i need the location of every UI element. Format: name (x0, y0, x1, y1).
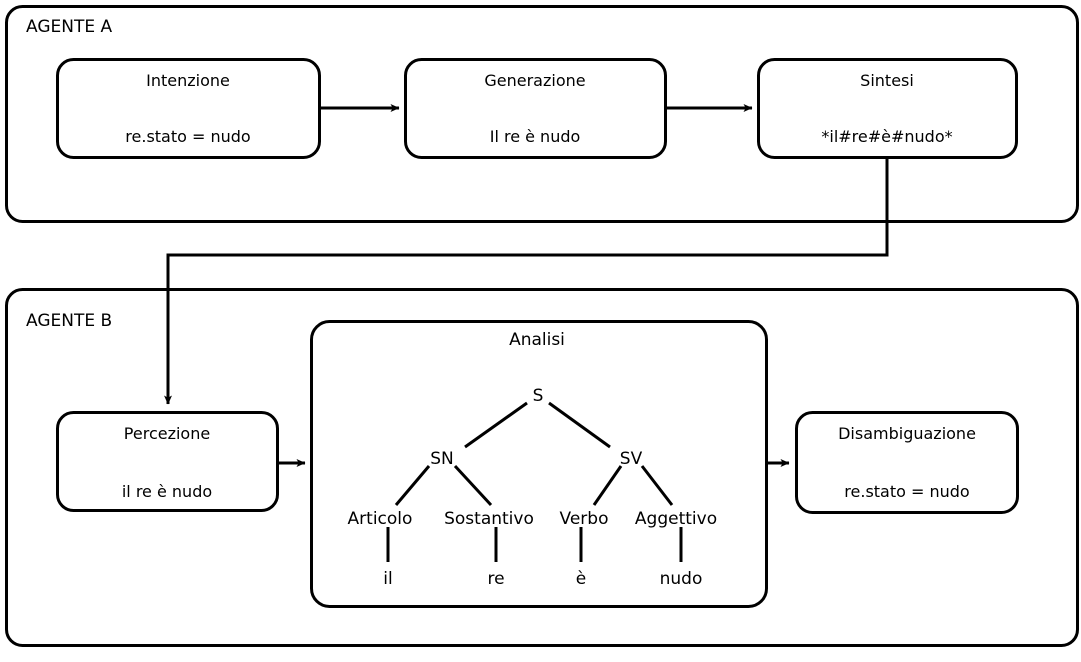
stage-title-generazione: Generazione (484, 71, 585, 90)
tree-pos-verbo: Verbo (560, 509, 609, 529)
tree-word-e: è (576, 569, 586, 589)
stage-value-generazione: Il re è nudo (490, 127, 581, 146)
tree-pos-sostantivo: Sostantivo (444, 509, 534, 529)
tree-word-re: re (487, 569, 504, 589)
arrow-sintesi-to-percezione (164, 158, 889, 405)
agent-a-label: AGENTE A (26, 17, 112, 37)
tree-edge-sv-aggettivo (640, 465, 674, 506)
tree-edge-s-sn (464, 401, 528, 449)
agent-b-label: AGENTE B (26, 311, 112, 331)
tree-pos-articolo: Articolo (348, 509, 413, 529)
tree-pos-aggettivo: Aggettivo (635, 509, 717, 529)
tree-word-nudo: nudo (660, 569, 703, 589)
tree-edge-sn-sostantivo (453, 464, 493, 507)
stage-title-intenzione: Intenzione (146, 71, 230, 90)
stage-value-sintesi: *il#re#è#nudo* (821, 127, 952, 146)
stage-value-intenzione: re.stato = nudo (125, 127, 250, 146)
agent-b-container (5, 288, 1079, 647)
stage-box-intenzione[interactable] (56, 58, 321, 159)
stage-title-sintesi: Sintesi (860, 71, 914, 90)
tree-node-s: S (533, 386, 544, 406)
stage-title-disambiguazione: Disambiguazione (838, 424, 976, 443)
analysis-panel (310, 320, 768, 608)
stage-box-percezione[interactable] (56, 411, 279, 512)
tree-edge-s-sv (548, 401, 611, 449)
stage-title-percezione: Percezione (124, 424, 210, 443)
stage-box-generazione[interactable] (404, 58, 667, 159)
tree-edge-sn-articolo (394, 465, 431, 506)
tree-edge-sv-verbo (592, 465, 623, 506)
stage-value-disambiguazione: re.stato = nudo (844, 482, 969, 501)
analysis-panel-title: Analisi (509, 330, 565, 350)
tree-node-sn: SN (430, 449, 454, 469)
stage-box-sintesi[interactable] (757, 58, 1018, 159)
tree-node-sv: SV (620, 449, 643, 469)
tree-word-il: il (383, 569, 392, 589)
stage-box-disambiguazione[interactable] (795, 411, 1019, 514)
agent-a-container (5, 5, 1079, 223)
stage-value-percezione: il re è nudo (122, 482, 212, 501)
